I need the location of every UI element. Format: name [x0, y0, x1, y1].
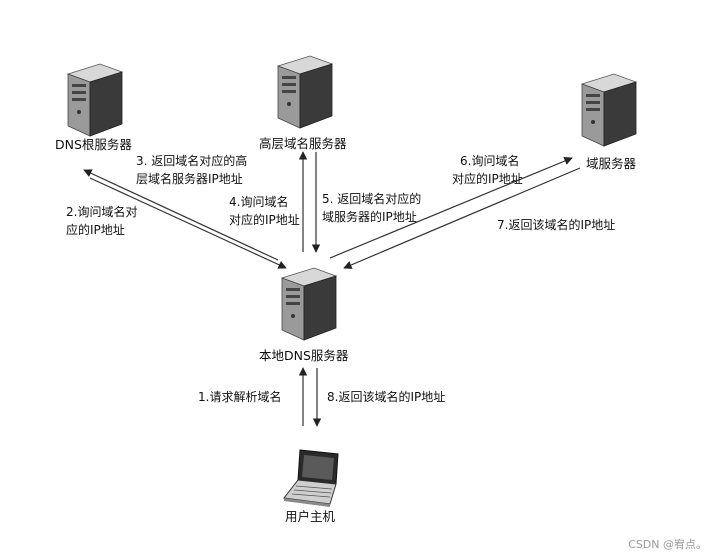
step1-label: 1.请求解析域名	[198, 390, 282, 404]
node-label-top: 高层域名服务器	[259, 136, 347, 151]
step2-line1: 2.询问域名对	[66, 205, 138, 219]
node-label-host: 用户主机	[285, 509, 336, 524]
step5-line1: 5. 返回域名对应的	[322, 192, 422, 206]
watermark: CSDN @宥点。	[628, 538, 707, 551]
arrow-step7	[343, 167, 581, 269]
arrow-step6	[329, 157, 573, 259]
step6-label: 6.询问域名 对应的IP地址	[452, 152, 523, 188]
step4-line2: 对应的IP地址	[229, 213, 300, 227]
step4-line1: 4.询问域名	[229, 195, 289, 209]
arrow-step3	[83, 169, 279, 261]
step3-label: 3. 返回域名对应的高 层域名服务器IP地址	[136, 152, 247, 188]
step5-line2: 域服务器的IP地址	[322, 210, 417, 224]
step3-line1: 3. 返回域名对应的高	[136, 154, 248, 168]
node-label-domain: 域服务器	[586, 156, 637, 171]
step2-line2: 应的IP地址	[66, 223, 125, 237]
step7-label: 7.返回该域名的IP地址	[497, 218, 616, 232]
server-icon	[276, 55, 334, 129]
step4-label: 4.询问域名 对应的IP地址	[229, 193, 300, 229]
laptop-icon	[283, 449, 339, 507]
server-icon	[580, 73, 638, 147]
step2-label: 2.询问域名对 应的IP地址	[66, 203, 137, 239]
server-icon	[66, 63, 124, 137]
step6-line1: 6.询问域名	[460, 154, 520, 168]
node-label-root: DNS根服务器	[55, 137, 132, 152]
step8-label: 8.返回该域名的IP地址	[327, 390, 446, 404]
step6-line2: 对应的IP地址	[452, 172, 523, 186]
step5-label: 5. 返回域名对应的 域服务器的IP地址	[322, 190, 421, 226]
node-label-local: 本地DNS服务器	[259, 348, 349, 363]
server-icon	[280, 267, 338, 341]
arrow-step2	[89, 177, 287, 269]
step3-line2: 层域名服务器IP地址	[136, 172, 243, 186]
